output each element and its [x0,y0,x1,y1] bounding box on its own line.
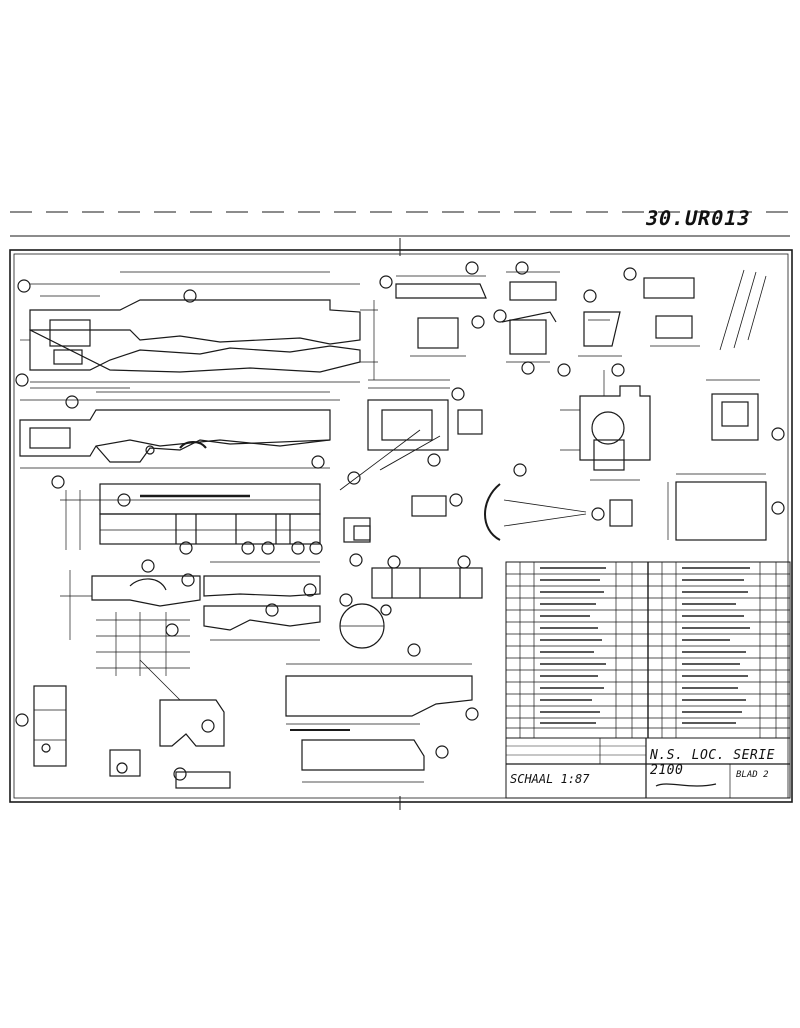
drawing-title: N.S. LOC. SERIE 2100 [650,748,775,778]
parts-bottom-left [15,685,231,789]
parts-center [339,379,483,649]
drawing-frame [9,249,793,803]
drawing-inner-frame [13,253,789,799]
parts-right-center [484,361,785,541]
parts-lower-center [285,643,479,783]
parts-lower-left [60,559,321,701]
sheet-label: BLAD 2 [736,770,769,780]
part-frame-mid [19,391,340,469]
part-frame-top [15,271,378,389]
drawing-scale: SCHAAL 1:87 [510,772,590,786]
parts-list-table [505,561,791,739]
title-block [505,737,791,799]
part-rail [51,475,323,555]
parts-top-center [379,261,767,363]
document-number: 30.UR013 [643,206,753,230]
